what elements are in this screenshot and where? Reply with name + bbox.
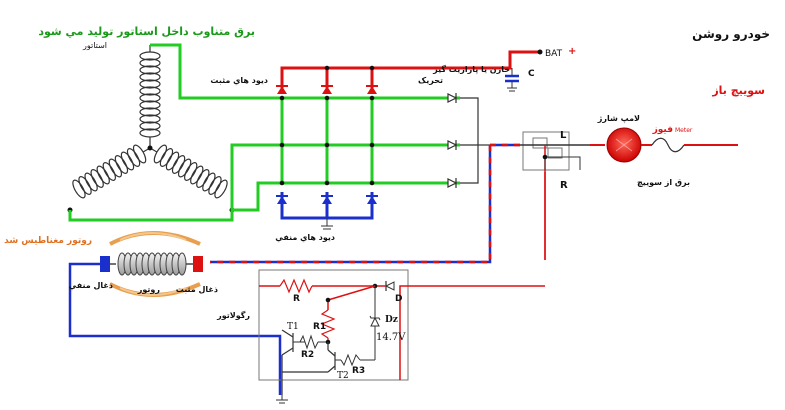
junction-dots bbox=[279, 65, 375, 186]
t1-label: T1 bbox=[287, 322, 299, 332]
transistor-t1 bbox=[281, 329, 294, 395]
capacitor-label: خازن يا پارازيت گير bbox=[432, 64, 510, 74]
exciter-label: تحريک bbox=[418, 76, 443, 85]
negative-diodes-label: ديود هاي منفي bbox=[275, 233, 335, 242]
transistor-t2 bbox=[282, 342, 336, 373]
bat-plus: + bbox=[568, 46, 576, 57]
terminal-l-label: L bbox=[560, 130, 567, 141]
positive-diode-3 bbox=[367, 86, 377, 94]
regulator-label: رگولاتور bbox=[216, 310, 250, 320]
resistor-r3 bbox=[340, 353, 361, 367]
switch-state-text: سوییچ باز bbox=[711, 84, 765, 97]
text-labels: خودرو روشن سوییچ باز برق متناوب داخل است… bbox=[4, 25, 770, 381]
header-note-text: برق متناوب داخل استاتور تولید مي شود bbox=[38, 25, 255, 38]
bat-label: BAT bbox=[545, 49, 563, 59]
rotor-magnetized-label: روتور مغناطیس شد bbox=[4, 236, 92, 246]
rotor-label: روتور bbox=[137, 285, 161, 294]
terminal-r-label: R bbox=[560, 180, 568, 191]
r3-label: R3 bbox=[352, 366, 365, 376]
r-label: R bbox=[293, 294, 300, 304]
stator-coil-top bbox=[139, 45, 161, 148]
positive-diode-1 bbox=[277, 86, 287, 94]
negative-brush bbox=[100, 256, 110, 272]
zener-dz bbox=[370, 316, 380, 327]
negative-diode-1 bbox=[277, 196, 287, 204]
dz-voltage-label: 14.7V bbox=[376, 332, 406, 343]
from-switch-label: برق از سوییچ bbox=[637, 178, 690, 187]
fuse-label: فیوز bbox=[652, 125, 673, 135]
rotor-coil bbox=[117, 252, 187, 276]
capacitor-letter: C bbox=[528, 69, 535, 79]
positive-diode-bus bbox=[276, 49, 543, 94]
stator-winding bbox=[72, 45, 228, 199]
capacitor bbox=[505, 68, 519, 92]
rotor-assembly bbox=[68, 231, 282, 395]
negative-diode-2 bbox=[322, 196, 332, 204]
negative-diode-3 bbox=[367, 196, 377, 204]
positive-brush bbox=[193, 256, 203, 272]
r-terminal-line bbox=[544, 156, 581, 170]
dz-label: Dz bbox=[385, 315, 398, 325]
stator-coil-left bbox=[72, 144, 151, 199]
fuse-icon bbox=[651, 137, 685, 153]
ac-phase-wires bbox=[68, 43, 460, 222]
resistor-r bbox=[279, 278, 313, 294]
excitation-line bbox=[210, 143, 520, 264]
diode-d bbox=[384, 281, 395, 291]
r1-label: R1 bbox=[313, 322, 326, 332]
regulator-box bbox=[258, 269, 545, 404]
brush-positive-label: ذغال مثبت bbox=[176, 285, 218, 294]
charge-lamp-label: لامپ شارژ bbox=[597, 114, 640, 123]
r2-label: R2 bbox=[301, 350, 314, 360]
meter-label: Meter bbox=[675, 127, 693, 134]
terminal-block bbox=[490, 131, 590, 260]
exciter-diodes bbox=[447, 93, 490, 188]
positive-diodes-label: ديود هاي مثبت bbox=[210, 76, 268, 85]
bat-terminal bbox=[537, 49, 543, 55]
brush-negative-label: ذغال منفي bbox=[69, 281, 113, 290]
d-label: D bbox=[395, 294, 402, 304]
stator-coil-right bbox=[149, 144, 228, 199]
positive-diode-2 bbox=[322, 86, 332, 94]
resistor-r2 bbox=[299, 334, 319, 350]
title-text: خودرو روشن bbox=[692, 27, 770, 42]
stator-neutral-node bbox=[147, 145, 153, 151]
t2-label: T2 bbox=[337, 371, 349, 381]
stator-label: استاتور bbox=[82, 41, 107, 50]
resistor-r1 bbox=[320, 309, 336, 339]
lamp-circuit bbox=[590, 127, 738, 163]
negative-diode-bus bbox=[276, 192, 378, 230]
